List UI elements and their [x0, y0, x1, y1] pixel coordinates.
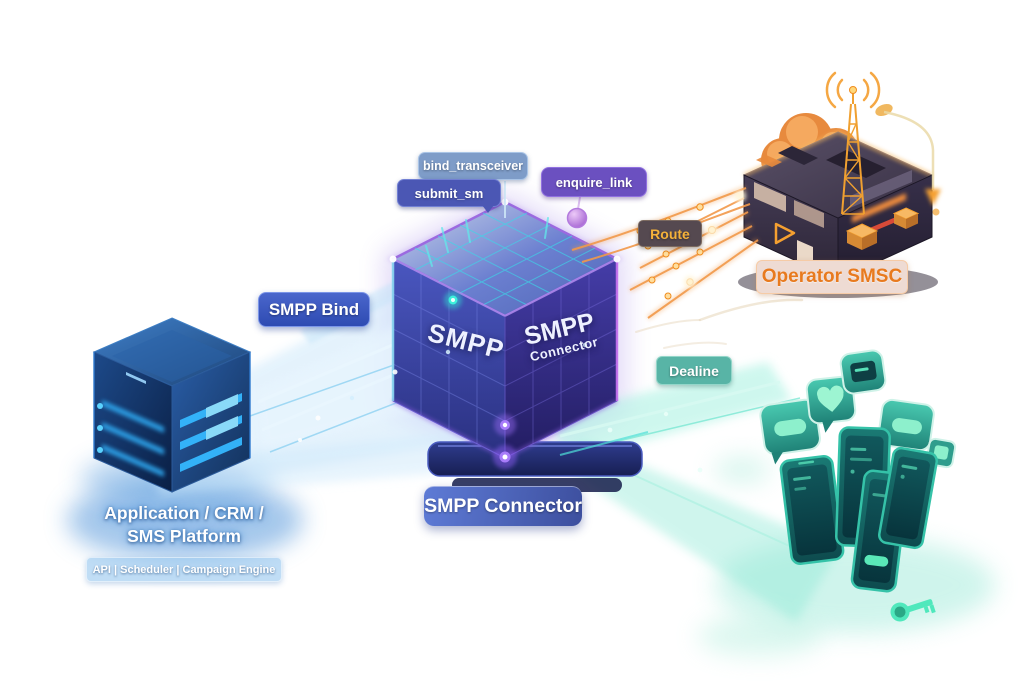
chat-bubble-capsule-left-icon [759, 398, 821, 465]
application-badge-text: API | Scheduler | Campaign Engine [92, 563, 276, 576]
label-stems [504, 181, 588, 229]
cube-top-spikes [425, 217, 549, 267]
application-caption-line1: Application / CRM / [104, 503, 264, 523]
chat-bubble-message-icon [839, 349, 887, 395]
enquire-link-text: enquire_link [555, 174, 633, 190]
key-icon [890, 599, 936, 622]
chat-bubble-capsule-right-icon [877, 398, 935, 452]
label-smpp-connector: SMPP Connector [424, 486, 582, 526]
smpp-connector-cube-icon [386, 198, 624, 469]
data-stream-connector-to-devices [550, 362, 840, 622]
route-text: Route [650, 225, 690, 242]
smsc-crate-icons [845, 207, 920, 250]
bind-transceiver-text: bind_transceiver [422, 159, 524, 173]
submit-sm-tail [482, 205, 494, 213]
label-smpp-bind: SMPP Bind [258, 292, 370, 327]
application-badge: API | Scheduler | Campaign Engine [86, 557, 282, 582]
signal-waves-icon [825, 71, 881, 109]
label-operator-smsc: Operator SMSC [756, 260, 908, 294]
application-caption: Application / CRM / SMS Platform [73, 502, 295, 548]
smartphone-icon-1 [779, 454, 845, 566]
label-route: Route [638, 220, 702, 247]
smpp-connector-text: SMPP Connector [424, 495, 582, 517]
sparkle-dots [298, 342, 703, 473]
submit-sm-text: submit_sm [414, 185, 484, 201]
chat-bubble-heart-icon [805, 375, 857, 433]
enquire-link-node-dot [566, 207, 588, 229]
label-submit-sm: submit_sm [397, 179, 501, 213]
label-enquire-link: enquire_link [541, 167, 647, 197]
smsc-arrow-icon [883, 110, 941, 216]
smartphone-icon-4 [878, 446, 938, 550]
radio-tower-icon [841, 92, 865, 215]
delivery-devices [759, 349, 957, 622]
dealine-text: Dealine [669, 362, 719, 379]
smpp-bind-text: SMPP Bind [268, 299, 360, 319]
application-server-icon [92, 317, 252, 493]
label-bind-transceiver: bind_transceiver [418, 152, 528, 180]
application-caption-line2: SMS Platform [127, 526, 241, 546]
label-dealine: Dealine [656, 356, 732, 385]
heart-icon [817, 385, 844, 412]
operator-smsc-text: Operator SMSC [761, 266, 903, 287]
